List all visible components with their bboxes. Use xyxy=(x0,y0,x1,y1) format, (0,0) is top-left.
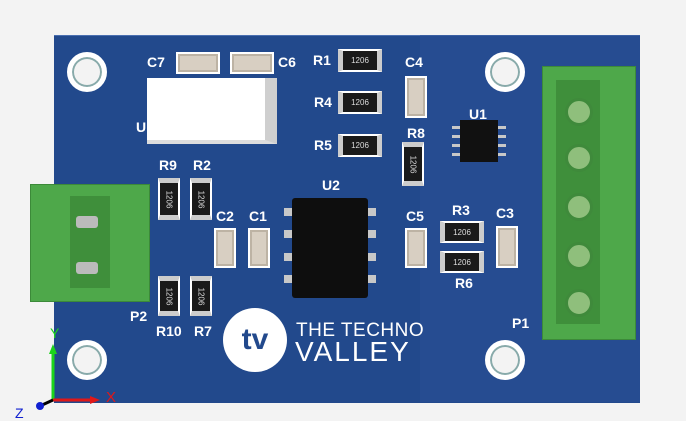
label-u2: U2 xyxy=(322,177,340,193)
mounting-hole xyxy=(67,340,107,380)
resistor-marking: 1206 xyxy=(164,190,174,208)
label-u3: U xyxy=(136,119,147,135)
terminal-screw xyxy=(565,98,593,126)
resistor-marking: 1206 xyxy=(351,56,369,65)
x-axis-arrow xyxy=(90,396,100,404)
y-axis-label: Y xyxy=(50,325,60,341)
resistor-marking: 1206 xyxy=(408,155,418,173)
resistor-marking: 1206 xyxy=(453,257,471,267)
label-p2: P2 xyxy=(130,308,148,324)
label-r1: R1 xyxy=(313,52,331,68)
label-c1: C1 xyxy=(249,208,267,224)
label-r2: R2 xyxy=(193,157,211,173)
chip-u1[interactable] xyxy=(460,120,498,162)
logo-mark: tv xyxy=(223,308,287,372)
label-c3: C3 xyxy=(496,205,514,221)
capacitor-c6[interactable] xyxy=(230,52,274,74)
label-c6: C6 xyxy=(278,54,296,70)
logo-line2: VALLEY xyxy=(295,336,411,367)
resistor-r5[interactable]: 1206 xyxy=(338,134,382,157)
capacitor-c1[interactable] xyxy=(248,228,270,268)
resistor-marking: 1206 xyxy=(196,287,206,305)
resistor-r4[interactable]: 1206 xyxy=(338,91,382,114)
logo-mark-text: tv xyxy=(241,323,269,356)
label-r3: R3 xyxy=(452,202,470,218)
terminal-screw xyxy=(76,262,98,274)
label-r9: R9 xyxy=(159,157,177,173)
resistor-r10[interactable]: 1206 xyxy=(158,276,180,316)
capacitor-c5[interactable] xyxy=(405,228,427,268)
resistor-marking: 1206 xyxy=(453,227,471,237)
mounting-hole xyxy=(485,52,525,92)
resistor-marking: 1206 xyxy=(351,141,369,150)
resistor-marking: 1206 xyxy=(164,287,174,305)
logo-line1: THE TECHNO xyxy=(296,320,425,341)
label-r10: R10 xyxy=(156,323,182,339)
terminal-screw xyxy=(565,144,593,172)
chip-u2[interactable] xyxy=(292,198,368,298)
label-c7: C7 xyxy=(147,54,165,70)
terminal-screw xyxy=(565,289,593,317)
resistor-r9[interactable]: 1206 xyxy=(158,178,180,220)
resistor-marking: 1206 xyxy=(351,98,369,107)
resistor-r6[interactable]: 1206 xyxy=(440,251,484,273)
z-axis-label: Z xyxy=(15,405,24,421)
label-u1: U1 xyxy=(469,106,487,122)
connector-p2-body xyxy=(70,196,110,288)
y-axis-arrow xyxy=(49,344,57,354)
label-r7: R7 xyxy=(194,323,212,339)
label-r4: R4 xyxy=(314,94,332,110)
z-axis-dot xyxy=(36,402,44,410)
capacitor-c2[interactable] xyxy=(214,228,236,268)
label-c4: C4 xyxy=(405,54,423,70)
resistor-r7[interactable]: 1206 xyxy=(190,276,212,316)
resistor-r8[interactable]: 1206 xyxy=(402,142,424,186)
capacitor-c7[interactable] xyxy=(176,52,220,74)
capacitor-c3[interactable] xyxy=(496,226,518,268)
terminal-screw xyxy=(76,216,98,228)
label-r6: R6 xyxy=(455,275,473,291)
label-r5: R5 xyxy=(314,137,332,153)
mounting-hole xyxy=(485,340,525,380)
resistor-r2[interactable]: 1206 xyxy=(190,178,212,220)
axis-triad xyxy=(36,344,100,410)
x-axis-label: X xyxy=(106,389,117,406)
module-u3[interactable] xyxy=(147,78,277,144)
resistor-marking: 1206 xyxy=(196,190,206,208)
label-c2: C2 xyxy=(216,208,234,224)
label-c5: C5 xyxy=(406,208,424,224)
resistor-r3[interactable]: 1206 xyxy=(440,221,484,243)
terminal-screw xyxy=(565,193,593,221)
label-r8: R8 xyxy=(407,125,425,141)
terminal-screw xyxy=(565,242,593,270)
resistor-r1[interactable]: 1206 xyxy=(338,49,382,72)
label-p1: P1 xyxy=(512,315,530,331)
mounting-hole xyxy=(67,52,107,92)
capacitor-c4[interactable] xyxy=(405,76,427,118)
